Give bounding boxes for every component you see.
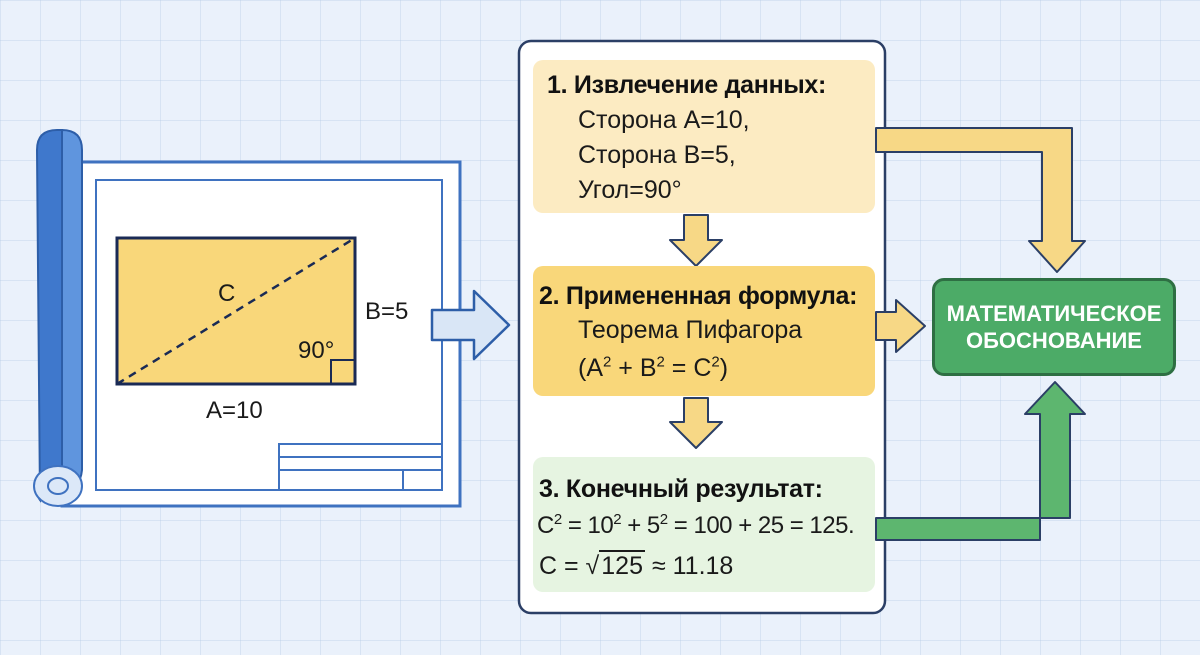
step1-line-1: Сторона A=10, [578, 106, 750, 134]
side-a-label: A=10 [206, 397, 263, 424]
arrow-step3-to-result-icon [875, 381, 1086, 541]
step2-box: 2. Примененная формула: Теорема Пифагора… [533, 266, 875, 396]
result-line-2: ОБОСНОВАНИЕ [966, 328, 1142, 353]
diagonal-label: C [218, 280, 236, 307]
side-b-label: B=5 [365, 298, 409, 325]
title-block [278, 443, 443, 491]
arrow-step1-to-result-icon [875, 127, 1086, 273]
step1-title: 1. Извлечение данных: [547, 71, 827, 99]
result-line-1: МАТЕМАТИЧЕСКОЕ [946, 300, 1162, 326]
step1-line-2: Сторона B=5, [578, 141, 736, 169]
step3-title: 3. Конечный результат: [539, 475, 823, 503]
step3-box: 3. Конечный результат: C2 = 102 + 52 = 1… [533, 457, 875, 592]
step2-formula: (A2 + B2 = C2) [578, 353, 729, 382]
step3-equation-2: C = √125 ≈ 11.18 [539, 550, 734, 580]
angle-label: 90° [298, 337, 335, 364]
input-arrow-icon [430, 289, 511, 361]
arrow-step2-to-result-icon [875, 299, 926, 353]
step2-theorem: Теорема Пифагора [578, 316, 803, 344]
arrow-down-icon-1 [669, 214, 723, 267]
step3-equation-1: C2 = 102 + 52 = 100 + 25 = 125. [537, 511, 855, 539]
step1-line-3: Угол=90° [578, 176, 682, 204]
rectangle-figure [115, 236, 357, 386]
step1-box: 1. Извлечение данных: Сторона A=10, Стор… [533, 60, 875, 213]
result-box: МАТЕМАТИЧЕСКОЕ ОБОСНОВАНИЕ [932, 278, 1176, 376]
step2-title: 2. Примененная формула: [539, 282, 858, 310]
arrow-down-icon-2 [669, 397, 723, 449]
